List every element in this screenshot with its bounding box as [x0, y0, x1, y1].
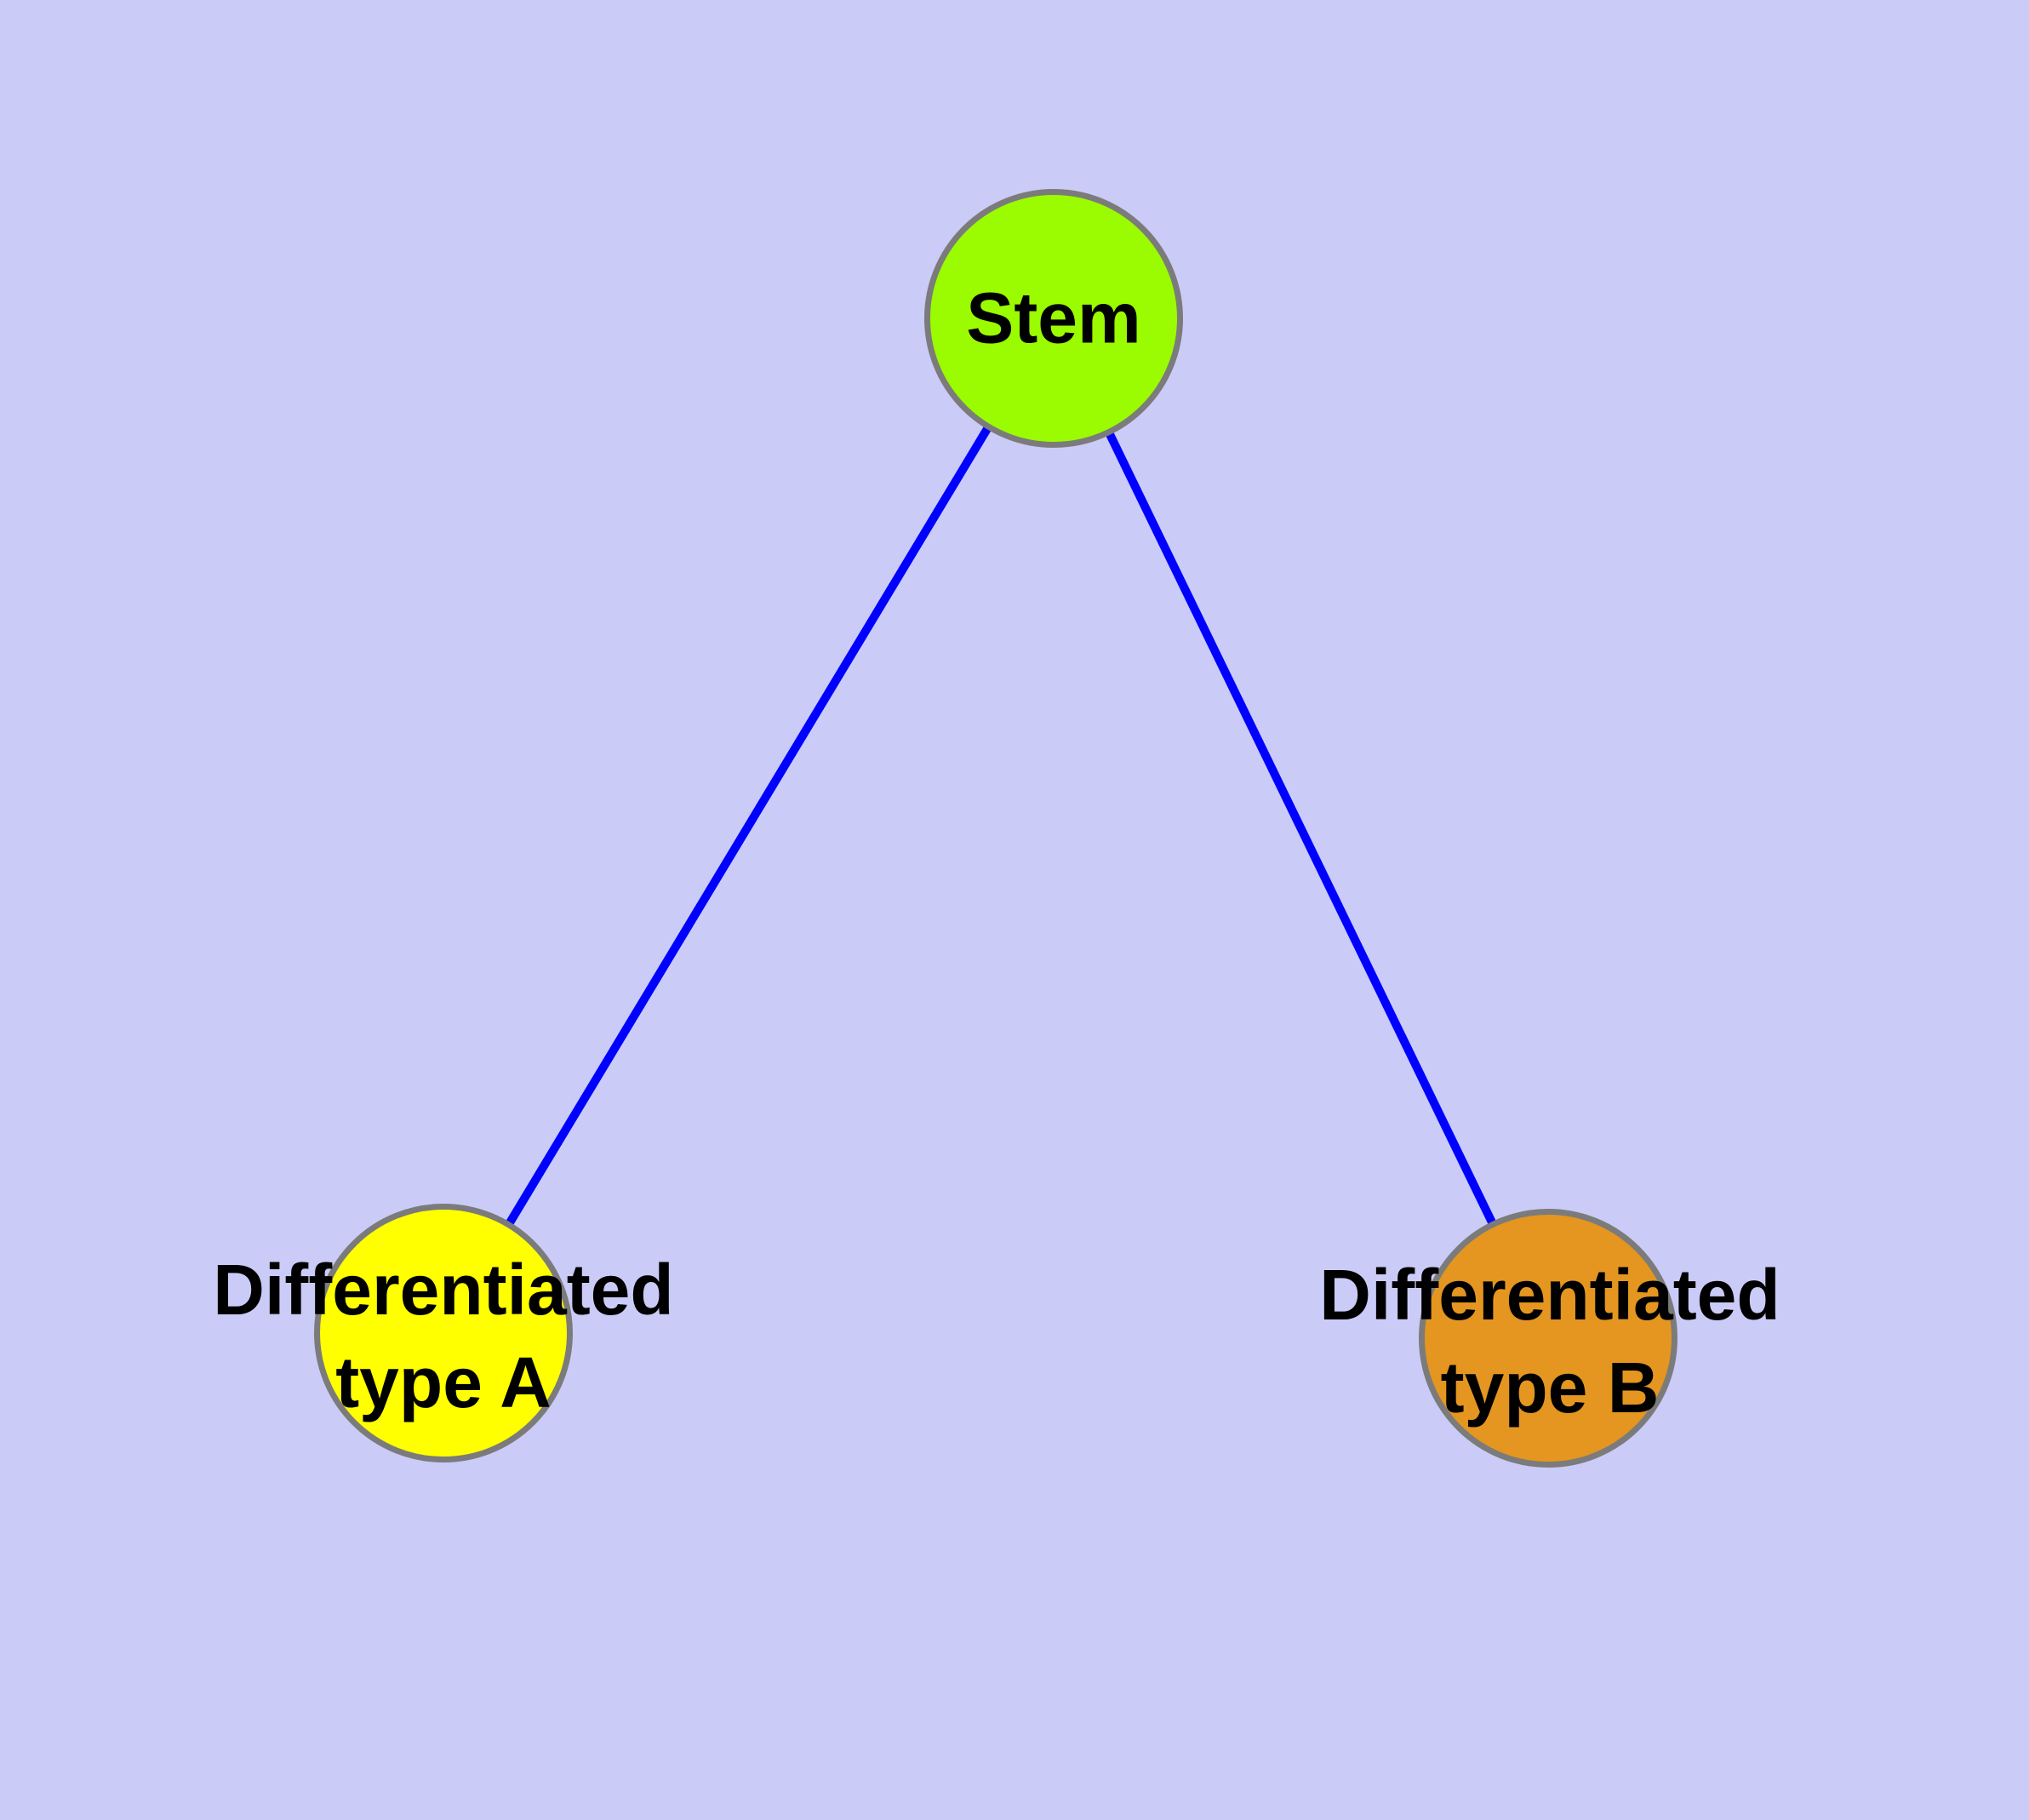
node-differentiated-type-b [1419, 1209, 1677, 1468]
node-label-type-b-line1: Differentiated [1319, 1254, 1780, 1335]
node-label-stem: Stem [966, 272, 1140, 364]
node-label-stem-text: Stem [966, 278, 1141, 358]
edge-stem-to-type-a [439, 316, 1058, 1336]
node-label-differentiated-type-b: Differentiated type B [1319, 1249, 1780, 1434]
edge-stem-to-type-b [1049, 316, 1552, 1341]
node-label-type-b-line2: type B [1440, 1348, 1660, 1428]
node-differentiated-type-a [314, 1204, 573, 1462]
node-label-type-a-line2: type A [335, 1342, 552, 1422]
node-stem [924, 189, 1183, 448]
node-label-type-a-line1: Differentiated [213, 1249, 674, 1330]
node-label-differentiated-type-a: Differentiated type A [213, 1244, 673, 1429]
